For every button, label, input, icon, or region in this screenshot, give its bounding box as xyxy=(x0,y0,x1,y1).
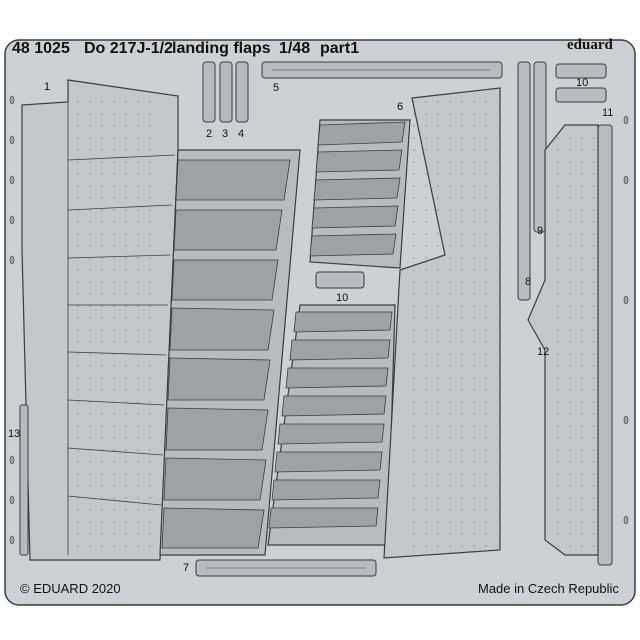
product-title: landing flaps xyxy=(172,40,271,57)
part-number-3: 3 xyxy=(222,128,229,140)
part-number-10-right: 10 xyxy=(576,77,589,89)
part-number-4: 4 xyxy=(238,128,245,140)
part-10-centre xyxy=(315,271,365,289)
part-9-strip xyxy=(533,61,547,233)
part-11-strip xyxy=(597,124,613,566)
eduard-logo: eduard xyxy=(567,37,613,53)
part-number-8: 8 xyxy=(525,276,532,288)
part-number-11: 11 xyxy=(602,107,614,119)
part-ribs-left xyxy=(159,149,301,556)
product-part: part1 xyxy=(320,40,360,57)
part-number-6: 6 xyxy=(397,101,404,113)
copyright-text: © EDUARD 2020 xyxy=(20,581,121,596)
part-number-12: 12 xyxy=(537,346,550,358)
part-number-1: 1 xyxy=(44,81,51,93)
part-number-9: 9 xyxy=(537,225,544,237)
part-8-strip xyxy=(517,61,531,301)
part-10-top-right xyxy=(555,63,607,79)
product-scale: 1/48 xyxy=(279,40,311,57)
parts-2-3-4 xyxy=(202,61,249,123)
part-10-top-right-b xyxy=(555,87,607,103)
part-13-strip xyxy=(19,404,29,556)
part-number-10-centre: 10 xyxy=(336,292,349,304)
product-subject: Do 217J-1/2 xyxy=(84,40,173,57)
origin-text: Made in Czech Republic xyxy=(478,581,619,596)
part-number-7: 7 xyxy=(183,562,190,574)
part-number-2: 2 xyxy=(206,128,213,140)
part-number-5: 5 xyxy=(273,82,280,94)
part-number-13: 13 xyxy=(8,428,21,440)
product-number: 48 1025 xyxy=(12,40,70,57)
